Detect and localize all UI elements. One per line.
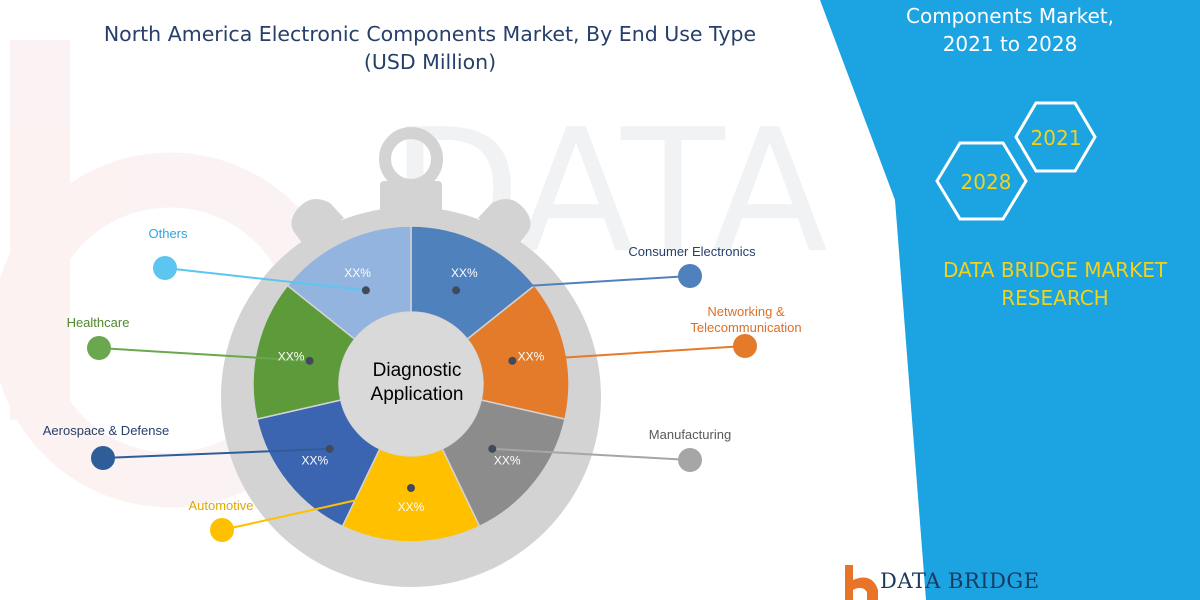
- value-label-aerospace-and-defense: XX%: [301, 454, 328, 468]
- leader-line-consumer-electronics: [456, 275, 691, 292]
- hexagon-2028: 2028: [935, 141, 1028, 221]
- panel-title: Components Market, 2021 to 2028: [880, 2, 1140, 58]
- callout-label-automotive: Automotive: [188, 498, 253, 513]
- footer-brand: DATA BRIDGE: [880, 569, 1040, 593]
- leader-dot-consumer-electronics: [452, 286, 461, 295]
- leader-dot-healthcare: [305, 356, 314, 365]
- leader-line-healthcare: [98, 347, 310, 362]
- panel-title-line2: 2021 to 2028: [942, 32, 1078, 56]
- leader-dot-aerospace-and-defense: [325, 444, 334, 453]
- brand-name: DATA BRIDGE MARKET RESEARCH: [915, 256, 1195, 312]
- hexagon-2021: 2021: [1014, 101, 1097, 173]
- leader-dot-automotive: [407, 484, 415, 492]
- value-label-manufacturing: XX%: [494, 454, 521, 468]
- marker-aerospace-and-defense: [91, 446, 115, 470]
- callout-label-networking-and-telecommunication: Networking &: [707, 304, 785, 319]
- year-end-label: 2028: [961, 170, 1012, 194]
- chart-title: North America Electronic Components Mark…: [60, 20, 800, 76]
- value-label-networking-and-telecommunication: XX%: [518, 350, 545, 364]
- marker-manufacturing: [678, 448, 702, 472]
- callout-label-healthcare: Healthcare: [67, 315, 130, 330]
- brand-line1: DATA BRIDGE MARKET: [942, 258, 1168, 282]
- leader-dot-networking-and-telecommunication: [508, 356, 517, 365]
- center-disc: [339, 312, 483, 456]
- leader-line-others: [164, 267, 366, 292]
- callout-label-others: Others: [148, 226, 188, 241]
- callout-label-aerospace-and-defense: Aerospace & Defense: [43, 423, 169, 438]
- center-label-line2: Application: [371, 384, 464, 405]
- value-label-healthcare: XX%: [278, 350, 305, 364]
- callout-label-line2-networking-and-telecommunication: Telecommunication: [690, 320, 801, 335]
- chart-title-line2: (USD Million): [363, 50, 497, 74]
- chart-title-line1: North America Electronic Components Mark…: [103, 22, 757, 46]
- panel-title-line1: Components Market,: [906, 4, 1114, 28]
- leader-line-automotive: [221, 487, 412, 531]
- segment-value-labels: XX% XX% XX% XX% XX% XX% XX%: [278, 266, 545, 514]
- leader-dot-manufacturing: [488, 444, 497, 453]
- leader-line-aerospace-and-defense: [102, 447, 330, 459]
- value-label-others: XX%: [344, 266, 371, 280]
- brand-line2: RESEARCH: [1001, 286, 1109, 310]
- marker-consumer-electronics: [678, 264, 702, 288]
- pie-segments: [252, 225, 570, 543]
- marker-others: [153, 256, 177, 280]
- marker-healthcare: [87, 336, 111, 360]
- callout-label-manufacturing: Manufacturing: [649, 427, 731, 442]
- year-start-label: 2021: [1031, 126, 1082, 150]
- center-label-line1: Diagnostic: [373, 360, 462, 381]
- leader-dot-others: [361, 286, 370, 295]
- leader-line-networking-and-telecommunication: [512, 345, 746, 362]
- marker-networking-and-telecommunication: [733, 334, 757, 358]
- leader-line-manufacturing: [492, 447, 691, 461]
- value-label-automotive: XX%: [398, 500, 425, 514]
- marker-automotive: [210, 518, 234, 542]
- value-label-consumer-electronics: XX%: [451, 266, 478, 280]
- footer-logo-icon: [845, 565, 878, 600]
- callout-label-consumer-electronics: Consumer Electronics: [628, 244, 756, 259]
- side-panel: [820, 0, 1200, 600]
- callout-lines: [98, 267, 746, 531]
